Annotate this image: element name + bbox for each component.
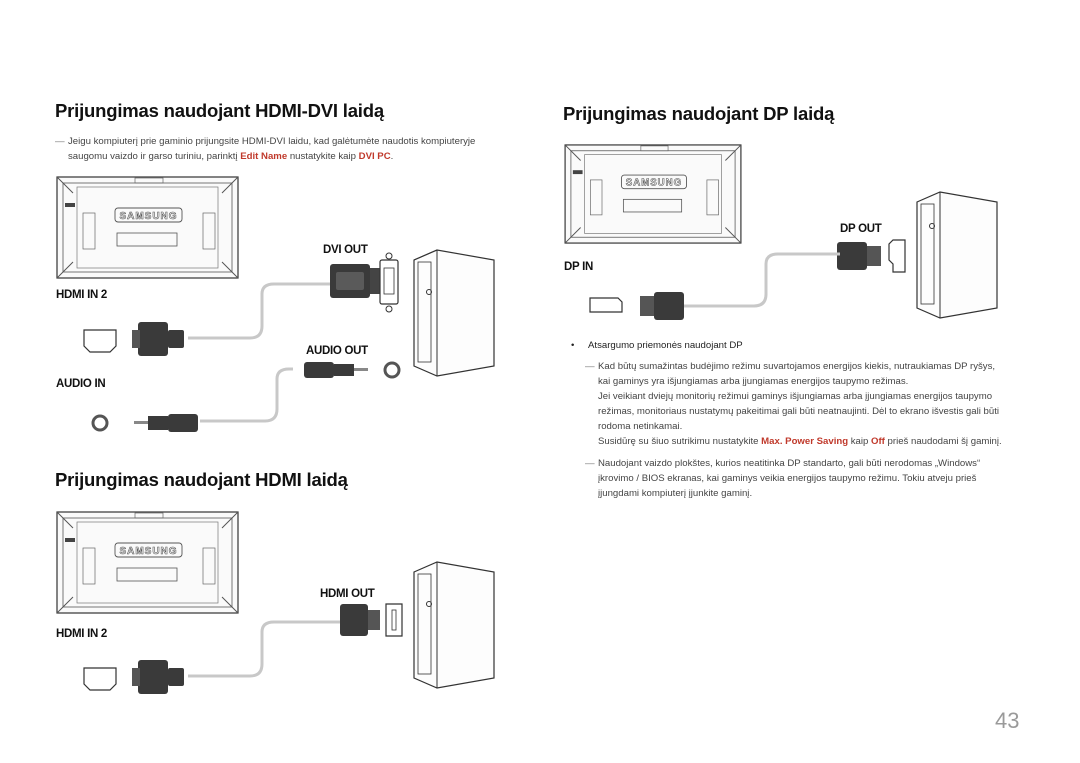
monitor-back-icon: SAMSUNG	[564, 144, 742, 244]
hdmi-connector-icon	[340, 603, 403, 637]
dp-note2-line1: Naudojant vaizdo plokštes, kurios neatit…	[598, 458, 981, 469]
hdmi-connector-icon	[83, 322, 184, 356]
page-number: 43	[995, 708, 1020, 733]
dvi-pc-highlight: DVI PC	[358, 151, 391, 162]
dp-note2: ― Naudojant vaizdo plokštes, kurios neat…	[585, 456, 1038, 501]
note-dash: ―	[55, 136, 65, 147]
edit-name-highlight: Edit Name	[240, 151, 288, 162]
hdmi-cable	[188, 620, 340, 678]
monitor-brand: SAMSUNG	[119, 211, 177, 222]
note-dash: ―	[585, 361, 595, 372]
note-dash: ―	[585, 458, 595, 469]
dp-note2-line3: įjungdami kompiuterį įjunkite gaminį.	[598, 488, 753, 499]
audio-cable	[200, 367, 293, 423]
audio-out-label: AUDIO OUT	[306, 345, 368, 357]
hdmi-connector-icon	[83, 660, 184, 694]
pc-tower-icon	[413, 249, 495, 377]
hdmi-dvi-note-line2: saugomu vaizdo ir garso turiniu, parinkt…	[68, 151, 394, 162]
off-highlight: Off	[871, 436, 885, 447]
pc-tower-icon	[916, 191, 998, 319]
hdmi-in-label: HDMI IN 2	[56, 289, 107, 301]
hdmi-dvi-note-line1: Jeigu kompiuterį prie gaminio prijungsit…	[68, 136, 476, 147]
hdmi-dvi-note: ― Jeigu kompiuterį prie gaminio prijungs…	[55, 134, 538, 164]
audio-in-port-icon	[91, 414, 198, 432]
hdmi-title: Prijungimas naudojant HDMI laidą	[55, 469, 348, 490]
dvi-connector-icon	[330, 252, 399, 313]
bullet-dot: •	[571, 340, 575, 351]
dp-note1-line3: Jei veikiant dviejų monitorių režimui ga…	[598, 391, 993, 402]
audio-jack-icon	[304, 361, 401, 379]
monitor-back-icon: SAMSUNG	[56, 511, 239, 614]
dp-note1-line1: Kad būtų sumažintas budėjimo režimu suva…	[598, 361, 996, 372]
hdmi-dvi-title: Prijungimas naudojant HDMI-DVI laidą	[55, 100, 384, 121]
dp-note2-line2: įkrovimo / BIOS ekranas, kai gaminys vei…	[598, 473, 977, 484]
dp-bullet-text: Atsargumo priemonės naudojant DP	[588, 340, 743, 351]
hdmi-in-label: HDMI IN 2	[56, 628, 107, 640]
dp-note1-line4: režimas, monitoriaus nustatymų pakeitima…	[598, 406, 999, 417]
dvi-out-label: DVI OUT	[323, 244, 368, 256]
max-power-saving-highlight: Max. Power Saving	[761, 436, 849, 447]
dp-in-label: DP IN	[564, 261, 593, 273]
dp-out-label: DP OUT	[840, 223, 882, 235]
pc-tower-icon	[413, 561, 495, 689]
dp-connector-icon	[837, 239, 906, 273]
monitor-brand: SAMSUNG	[626, 178, 682, 189]
hdmi-out-label: HDMI OUT	[320, 588, 375, 600]
dp-connector-icon	[589, 292, 684, 320]
audio-in-label: AUDIO IN	[56, 378, 106, 390]
dp-note1: ― Kad būtų sumažintas budėjimo režimu su…	[585, 359, 1038, 449]
dp-title: Prijungimas naudojant DP laidą	[563, 103, 835, 124]
dp-cable	[684, 252, 840, 308]
dp-note1-line6: Susidūrę su šiuo sutrikimu nustatykite M…	[598, 436, 1002, 447]
dp-note1-line5: rodoma netinkamai.	[598, 421, 683, 432]
monitor-brand: SAMSUNG	[119, 546, 177, 557]
dp-note1-line2: kai gaminys yra išjungiamas arba įjungia…	[598, 376, 909, 387]
monitor-back-icon: SAMSUNG	[56, 176, 239, 279]
hdmi-dvi-cable	[188, 282, 330, 340]
